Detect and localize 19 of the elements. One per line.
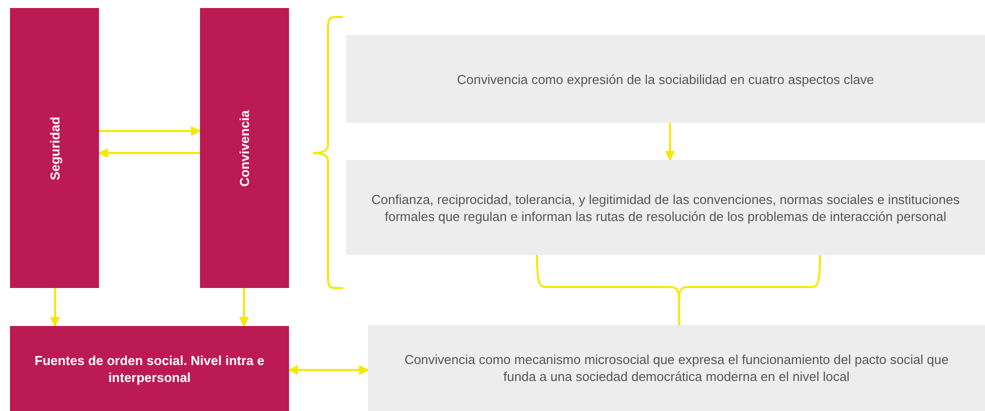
arrow [98,148,200,158]
text-box [368,325,985,411]
box-text: Fuentes de orden social. Nivel intra e interpersonal [34,352,265,386]
arrow [99,126,201,136]
box-text: Confianza, reciprocidad, tolerancia, y legitimidad de las convenciones, normas sociales e instituciones formales que regulan e informan las rutas de resolución de los problemas de interacción personal [370,190,961,224]
text-box [346,35,985,123]
text-box [346,160,985,255]
connector-brace [536,254,821,326]
arrow [288,365,369,375]
box-text: Convivencia como mecanismo microsocial que expresa el funcionamiento del pacto social que funda a una sociedad democrática moderna en el nivel local [403,351,950,385]
box-text: Seguridad [46,116,63,180]
arrow [665,123,675,161]
arrow [239,288,249,327]
concept-box [200,8,289,288]
box-text: Convivencia como expresión de la sociabilidad en cuatro aspectos clave [457,70,874,88]
concept-box [10,326,289,411]
box-text: Convivencia [236,110,253,186]
concept-box [10,8,99,288]
arrow [50,288,60,327]
